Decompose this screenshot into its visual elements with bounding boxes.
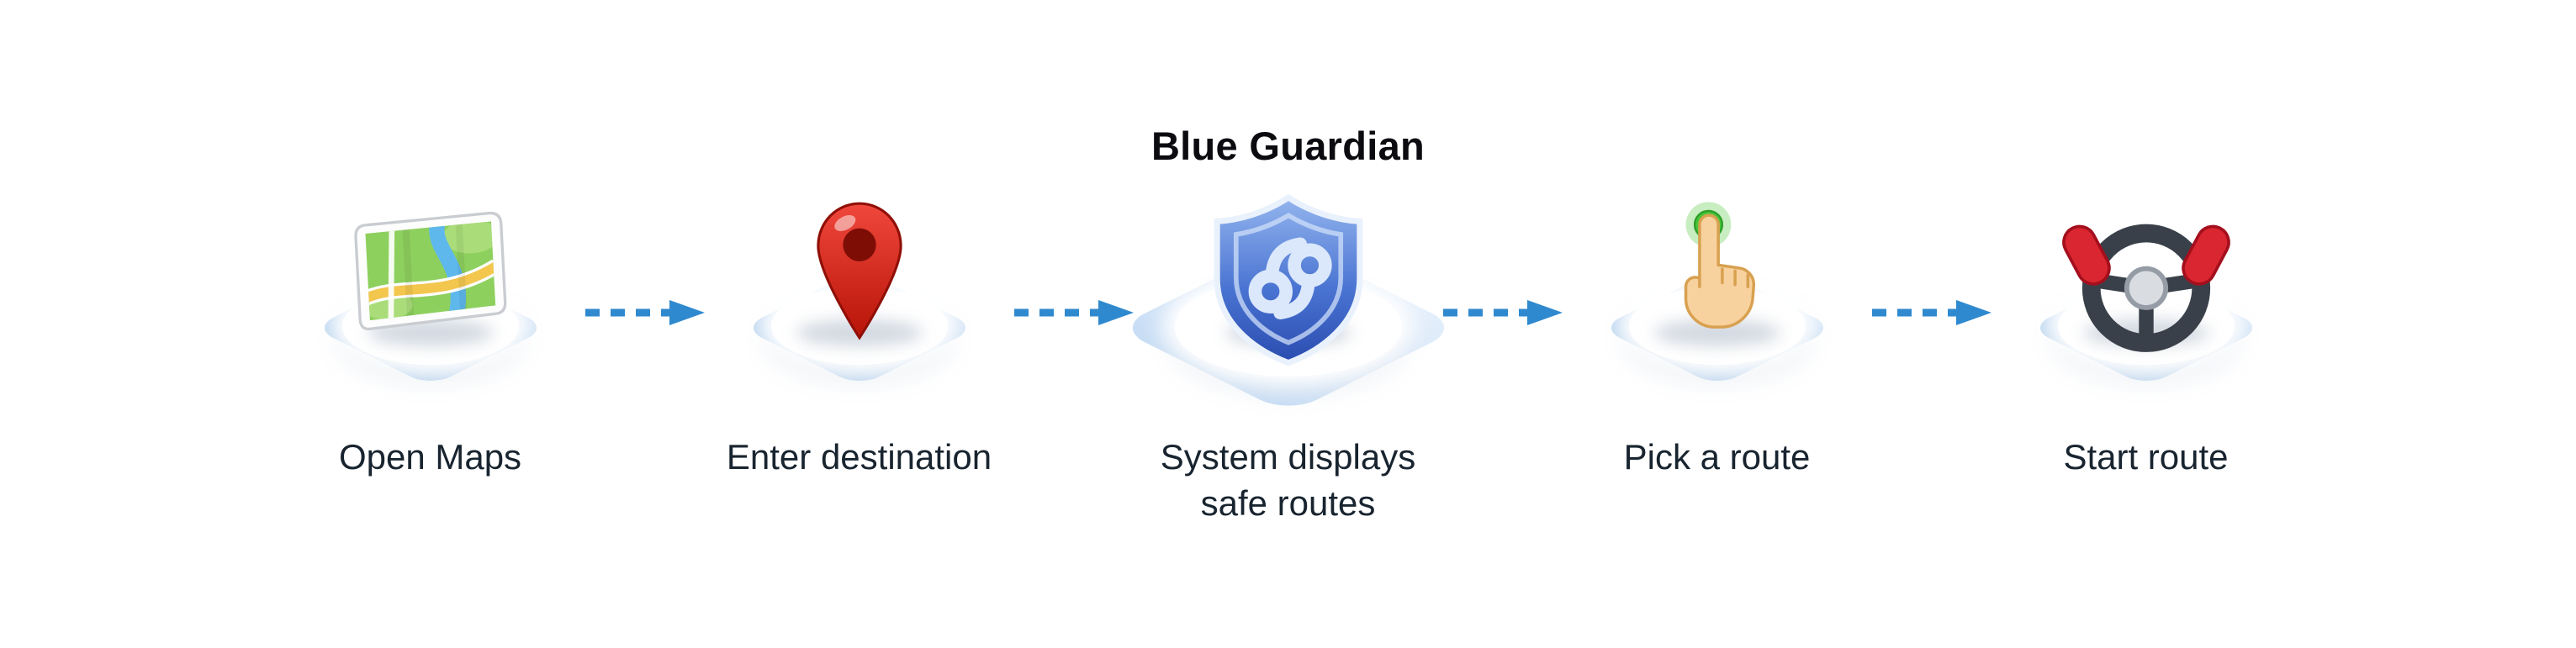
step-enter-destination: Enter destination bbox=[708, 193, 1011, 480]
step-safe-routes: System displays safe routes bbox=[1115, 193, 1461, 527]
diagram-title: Blue Guardian bbox=[1150, 124, 1426, 168]
step-start-route: Start route bbox=[1995, 193, 2298, 480]
step-platform bbox=[1995, 193, 2298, 429]
step-label: Pick a route bbox=[1623, 437, 1811, 477]
step-label: System displays safe routes bbox=[1160, 437, 1416, 524]
step-open-maps: Open Maps bbox=[279, 193, 582, 480]
flow-arrow-icon bbox=[1871, 300, 1992, 325]
maps-app-icon bbox=[353, 211, 506, 331]
steering-wheel-icon bbox=[2061, 224, 2230, 352]
step-platform bbox=[708, 193, 1011, 429]
flow-arrow-icon bbox=[1442, 300, 1563, 325]
step-platform bbox=[1115, 193, 1461, 429]
step-label: Open Maps bbox=[338, 437, 522, 477]
step-label: Start route bbox=[2063, 437, 2229, 477]
step-label: Enter destination bbox=[726, 437, 992, 477]
step-pick-a-route: Pick a route bbox=[1566, 193, 1869, 480]
tap-finger-icon bbox=[1684, 202, 1755, 329]
blue-guardian-shield-icon bbox=[1214, 193, 1362, 366]
step-platform bbox=[1566, 193, 1869, 429]
flow-arrow-icon bbox=[584, 300, 705, 325]
flow-arrow-icon bbox=[1013, 300, 1134, 325]
location-pin-icon bbox=[816, 202, 902, 340]
step-platform bbox=[279, 193, 582, 429]
